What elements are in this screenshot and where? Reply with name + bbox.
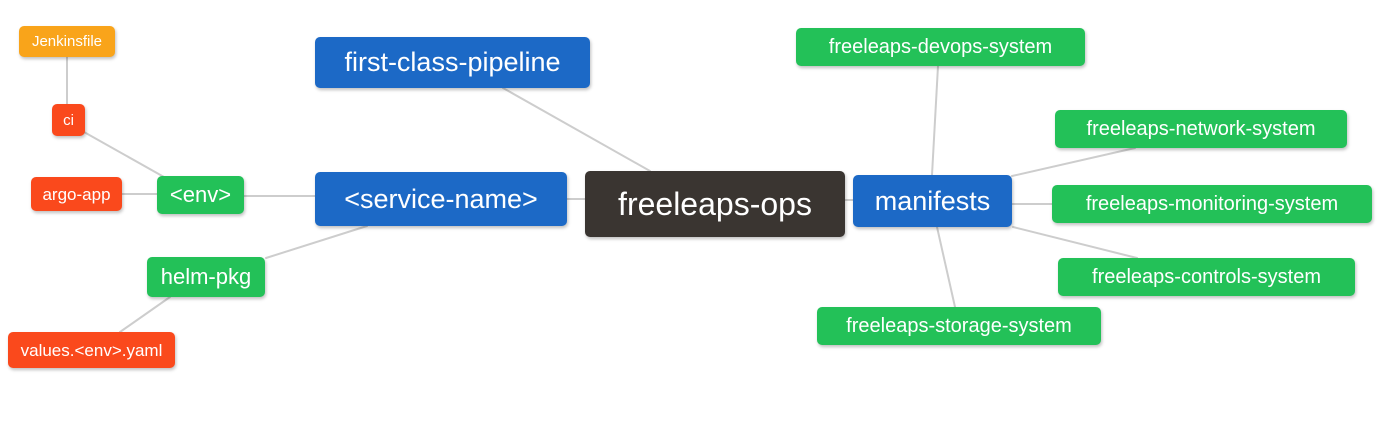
node-helm-pkg[interactable]: helm-pkg <box>147 257 265 297</box>
edge-manifests-to-controls-system <box>1012 226 1138 259</box>
node-freeleaps-network-system[interactable]: freeleaps-network-system <box>1055 110 1347 148</box>
edge-first-class-pipeline-to-freeleaps-ops <box>502 87 651 172</box>
node-ci[interactable]: ci <box>52 104 85 136</box>
node-values-env-yaml[interactable]: values.<env>.yaml <box>8 332 175 368</box>
node-manifests[interactable]: manifests <box>853 175 1012 227</box>
node-freeleaps-devops-system[interactable]: freeleaps-devops-system <box>796 28 1085 66</box>
node-service-name[interactable]: <service-name> <box>315 172 567 226</box>
node-env[interactable]: <env> <box>157 176 244 214</box>
node-freeleaps-ops-root[interactable]: freeleaps-ops <box>585 171 845 237</box>
node-freeleaps-monitoring-system[interactable]: freeleaps-monitoring-system <box>1052 185 1372 223</box>
edge-manifests-to-devops-system <box>931 65 939 176</box>
node-argo-app[interactable]: argo-app <box>31 177 122 211</box>
node-freeleaps-storage-system[interactable]: freeleaps-storage-system <box>817 307 1101 345</box>
node-jenkinsfile[interactable]: Jenkinsfile <box>19 26 115 57</box>
node-freeleaps-controls-system[interactable]: freeleaps-controls-system <box>1058 258 1355 296</box>
node-first-class-pipeline[interactable]: first-class-pipeline <box>315 37 590 88</box>
edge-helm-pkg-to-values-env-yaml <box>119 296 171 333</box>
edge-ci-to-env <box>83 131 165 178</box>
edge-manifests-to-network-system <box>1011 147 1136 177</box>
edge-service-name-to-helm-pkg <box>265 225 368 259</box>
edge-manifests-to-storage-system <box>936 226 956 308</box>
